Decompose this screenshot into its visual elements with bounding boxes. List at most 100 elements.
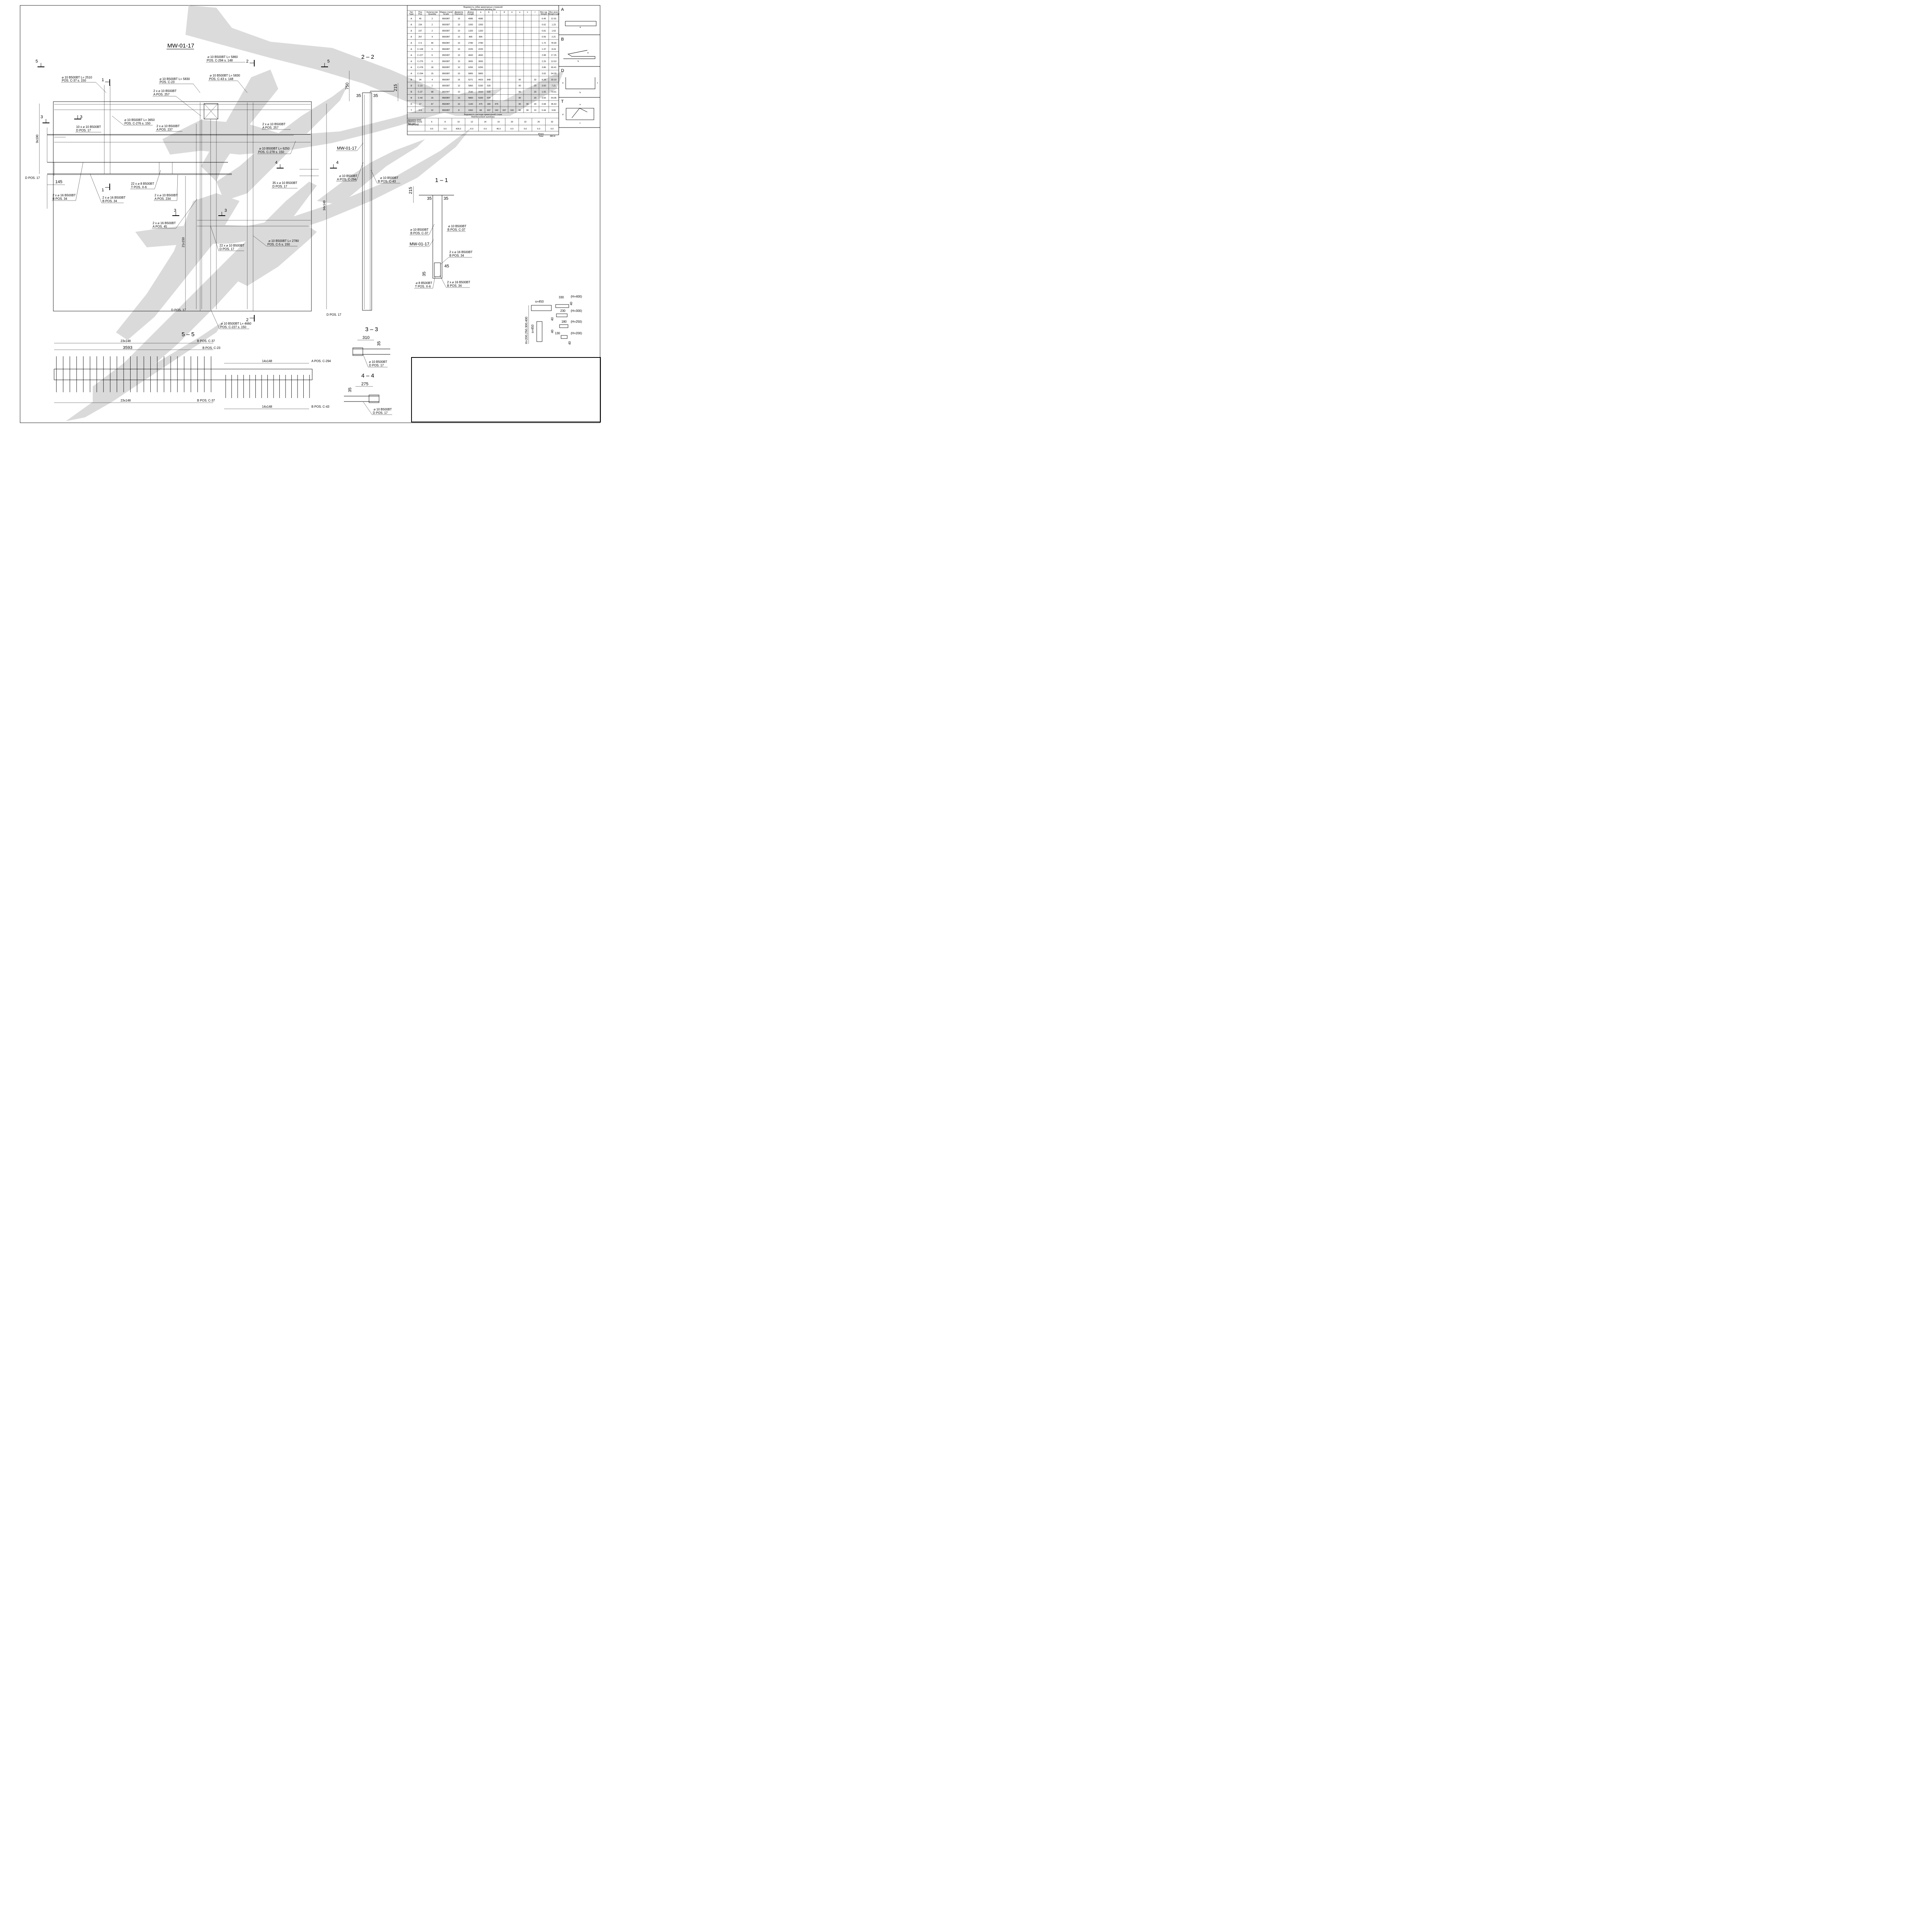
- callout-text: A POS. 237: [156, 128, 173, 131]
- callout-text: A POS. 257: [262, 126, 279, 129]
- table-cell: 160: [495, 109, 498, 112]
- main-title: MW-01-17: [167, 43, 194, 49]
- section-title: 2 – 2: [361, 54, 374, 60]
- rebar-callouts: ⌀ 10 B500BT L= 2510 POS. C-37 s. 150 ⌀ 1…: [25, 55, 342, 329]
- table-header: v: [527, 11, 528, 14]
- svg-text:275: 275: [361, 382, 368, 386]
- svg-text:B POS. 34: B POS. 34: [449, 254, 464, 257]
- svg-text:3: 3: [80, 115, 82, 119]
- svg-text:B POS. C-37: B POS. C-37: [197, 339, 215, 343]
- table-cell: 1320: [478, 30, 483, 32]
- callout-text: 2 x ⌀ 10 B500BT: [156, 124, 180, 128]
- svg-text:40: 40: [551, 330, 554, 333]
- svg-text:750: 750: [345, 83, 350, 90]
- table-cell: 0.44: [542, 109, 546, 112]
- table-header: r: [535, 11, 536, 14]
- svg-text:3593: 3593: [123, 345, 132, 350]
- table-cell: 10: [457, 36, 460, 38]
- table-cell: 4423: [478, 79, 483, 81]
- section-title: 5 – 5: [182, 331, 194, 338]
- svg-text:B POS. C-37: B POS. C-37: [447, 228, 466, 231]
- svg-text:4: 4: [336, 160, 338, 165]
- callout-text: A POS. 257: [153, 93, 170, 96]
- table-cell: 530: [487, 91, 490, 93]
- svg-text:2: 2: [246, 59, 248, 64]
- table-cell: 34: [419, 79, 421, 81]
- dim-34x149: 34x149: [323, 200, 326, 211]
- svg-text:⌀ 10 B500BT: ⌀ 10 B500BT: [380, 176, 398, 180]
- summary-weight: 46.0: [497, 128, 501, 130]
- table-cell: 2.88: [542, 54, 546, 57]
- table-cell: C-23: [418, 85, 423, 87]
- table-cell: 337: [487, 109, 490, 112]
- table-cell: 1320: [468, 30, 473, 32]
- svg-text:T POS. X-6: T POS. X-6: [415, 285, 431, 288]
- svg-text:H=200,250,300,400: H=200,250,300,400: [525, 316, 528, 344]
- svg-text:D: D: [561, 68, 564, 73]
- table-cell: 54.05: [551, 97, 556, 99]
- table-cell: 10: [457, 103, 460, 105]
- callout-text: ⌀ 10 B500BT L= 5830: [210, 74, 240, 77]
- table-cell: 6: [432, 60, 433, 63]
- table-header-en: Type: [409, 13, 414, 15]
- table-cell: B500BT: [442, 79, 451, 81]
- table-cell: 0.81: [542, 30, 546, 32]
- callout-text: 35 x ⌀ 10 B500BT: [272, 181, 298, 185]
- callout-text: 2 x ⌀ 10 B500BT: [153, 89, 177, 93]
- summary-diameter: 10: [457, 121, 459, 123]
- table-header: Вес ед.: [540, 11, 548, 14]
- table-cell: A: [411, 24, 412, 26]
- svg-text:c: c: [580, 122, 581, 124]
- table-cell: C-5: [418, 42, 422, 44]
- svg-text:B POS. C-37: B POS. C-37: [410, 231, 429, 235]
- svg-text:A: A: [561, 7, 564, 12]
- callout-text: ⌀ 10 B500BT L= 2510: [62, 76, 92, 79]
- table-cell: 2: [432, 30, 433, 32]
- section-title: 3 – 3: [365, 326, 378, 333]
- table-header-en: Quantity: [428, 13, 436, 15]
- section-name: MW-01-17: [410, 242, 429, 247]
- svg-text:215: 215: [408, 187, 413, 194]
- svg-text:2 x ⌀ 16 B500BT: 2 x ⌀ 16 B500BT: [447, 281, 470, 284]
- summary-weight: 9.6: [444, 128, 447, 130]
- svg-text:5: 5: [327, 59, 330, 64]
- callout-text: ⌀ 10 B500BT L= 2780: [269, 239, 299, 243]
- svg-text:35: 35: [377, 341, 381, 346]
- table-cell: C-294: [417, 73, 423, 75]
- table-header: c: [496, 11, 497, 14]
- table-cell: 0.62: [542, 24, 546, 26]
- callout-text: D POS. 17: [76, 129, 91, 132]
- table-cell: 257: [418, 36, 422, 38]
- table-cell: 74.61: [551, 91, 556, 93]
- table-cell: 6: [432, 54, 433, 57]
- table-cell: B500BT: [442, 85, 451, 87]
- table-cell: 2: [432, 18, 433, 20]
- table-cell: A: [411, 54, 412, 57]
- main-elevation: MW-01-17 9x190 21x1: [25, 43, 342, 329]
- table-cell: B500BT: [442, 109, 451, 112]
- table-cell: 13.53: [551, 60, 556, 63]
- svg-text:2: 2: [246, 318, 248, 322]
- section-4-4: 4 – 4 275 35 ⌀ 10 B500BT D POS. 17: [344, 373, 392, 415]
- svg-text:B POS. C-43: B POS. C-43: [311, 405, 330, 408]
- table-cell: 17: [419, 103, 421, 105]
- table-cell: 1000: [478, 24, 483, 26]
- table-cell: 1.63: [552, 30, 556, 32]
- table-cell: 5330: [478, 85, 483, 87]
- table-cell: A: [411, 48, 412, 51]
- summary-diameter: 6: [431, 121, 432, 123]
- summary-diameter: 14: [484, 121, 486, 123]
- svg-text:35: 35: [427, 196, 432, 201]
- sheet-border: [20, 5, 600, 423]
- svg-text:35: 35: [373, 94, 378, 98]
- drawing-sheet: MW-01-17 9x190 21x1: [20, 5, 601, 423]
- table-cell: 6: [432, 48, 433, 51]
- callout-text: ⌀ 10 B500BT L= 6250: [259, 147, 290, 150]
- svg-text:⌀ 10 B500BT: ⌀ 10 B500BT: [410, 228, 429, 231]
- opening-box: [204, 103, 218, 119]
- table-cell: B500BT: [442, 60, 451, 63]
- svg-text:35: 35: [422, 272, 427, 276]
- callout-text: POS. C-23: [160, 80, 175, 84]
- summary-label: Weight [kg]: [408, 123, 419, 126]
- callout-text: D POS. 17: [272, 185, 287, 188]
